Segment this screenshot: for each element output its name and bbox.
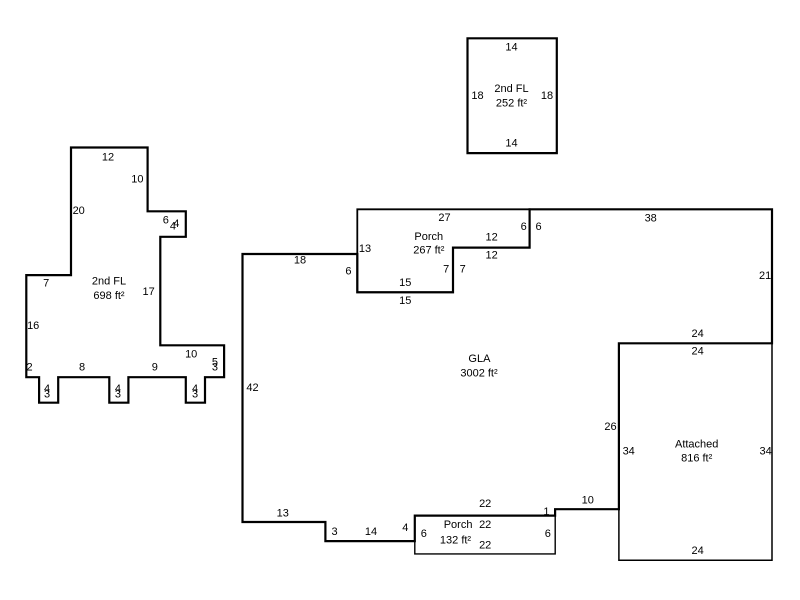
dimension-label: 38 bbox=[645, 213, 657, 225]
dimension-label: 21 bbox=[759, 270, 771, 282]
dimension-label: 14 bbox=[365, 526, 377, 538]
dimension-label: 26 bbox=[604, 421, 616, 433]
dimension-label: 22 bbox=[479, 498, 491, 510]
area-title-label: GLA bbox=[468, 353, 491, 365]
area-title-label: 2nd FL bbox=[92, 276, 126, 288]
area-value-label: 252 ft² bbox=[496, 98, 528, 110]
dimension-label: 4 bbox=[402, 522, 408, 534]
shape-outlines bbox=[25, 37, 774, 561]
area-value-label: 132 ft² bbox=[440, 535, 472, 547]
dimension-label: 3 bbox=[44, 388, 50, 400]
dimension-label: 6 bbox=[521, 221, 527, 233]
dimension-label: 24 bbox=[691, 346, 703, 358]
lower-porch-outline bbox=[414, 514, 556, 555]
gla-outline bbox=[241, 208, 774, 543]
dimension-label: 6 bbox=[345, 266, 351, 278]
dimension-label: 14 bbox=[505, 138, 517, 150]
dimension-label: 3 bbox=[115, 388, 121, 400]
dimension-label: 12 bbox=[102, 151, 114, 163]
dimension-label: 6 bbox=[545, 528, 551, 540]
dimension-label: 7 bbox=[460, 264, 466, 276]
dimension-label: 17 bbox=[142, 286, 154, 298]
dimension-label: 24 bbox=[691, 545, 703, 557]
dimension-label: 3 bbox=[332, 526, 338, 538]
dimension-label: 15 bbox=[399, 295, 411, 307]
dimension-label: 22 bbox=[479, 540, 491, 552]
dimension-label: 34 bbox=[759, 446, 771, 458]
dimension-label: 20 bbox=[73, 205, 85, 217]
dimension-label: 4 bbox=[44, 383, 50, 395]
dimension-label: 4 bbox=[115, 383, 121, 395]
area-value-label: 816 ft² bbox=[681, 453, 713, 465]
dimension-label: 6 bbox=[163, 214, 169, 226]
dimension-label: 34 bbox=[623, 446, 635, 458]
dimension-label: 10 bbox=[582, 495, 594, 507]
dimension-label: 18 bbox=[471, 90, 483, 102]
area-title-label: Attached bbox=[675, 439, 718, 451]
dimension-label: 10 bbox=[185, 349, 197, 361]
dimension-label: 27 bbox=[438, 212, 450, 224]
dimension-label: 3 bbox=[192, 388, 198, 400]
dimension-label: 6 bbox=[421, 528, 427, 540]
dimension-label: 18 bbox=[541, 90, 553, 102]
dimension-label: 2 bbox=[26, 362, 32, 374]
area-title-label: 2nd FL bbox=[494, 83, 528, 95]
area-title-label: Porch bbox=[444, 519, 473, 531]
area-value-label: 267 ft² bbox=[413, 245, 445, 257]
dimension-label: 16 bbox=[27, 320, 39, 332]
dimension-label: 3 bbox=[212, 362, 218, 374]
upper-porch-outline bbox=[356, 208, 531, 294]
area-title-label: Porch bbox=[414, 231, 443, 243]
dimension-label: 22 bbox=[479, 519, 491, 531]
dimension-label: 7 bbox=[43, 278, 49, 290]
attached-garage-outline bbox=[618, 342, 773, 561]
dimension-label: 42 bbox=[246, 382, 258, 394]
dimension-label: 6 bbox=[536, 221, 542, 233]
second-floor-left-outline bbox=[25, 146, 226, 404]
dimension-label: 13 bbox=[277, 508, 289, 520]
dimension-label: 5 bbox=[212, 356, 218, 368]
second-floor-upper-outline bbox=[466, 37, 558, 155]
dimension-label: 8 bbox=[79, 362, 85, 374]
dimension-label: 12 bbox=[485, 250, 497, 262]
dimension-label: 14 bbox=[505, 42, 517, 54]
dimension-label: 13 bbox=[359, 243, 371, 255]
area-value-label: 698 ft² bbox=[93, 290, 125, 302]
dimension-label: 15 bbox=[399, 277, 411, 289]
dimension-label: 24 bbox=[691, 328, 703, 340]
dimension-label: 4 bbox=[170, 221, 176, 233]
area-value-label: 3002 ft² bbox=[460, 368, 498, 380]
dimension-label: 1 bbox=[543, 506, 549, 518]
dimension-label: 10 bbox=[131, 173, 143, 185]
dimension-label: 4 bbox=[173, 218, 179, 230]
dimension-label: 4 bbox=[192, 383, 198, 395]
dimension-label: 12 bbox=[485, 232, 497, 244]
dimension-label: 18 bbox=[294, 255, 306, 267]
dimension-label: 7 bbox=[443, 264, 449, 276]
dimension-label: 9 bbox=[152, 362, 158, 374]
